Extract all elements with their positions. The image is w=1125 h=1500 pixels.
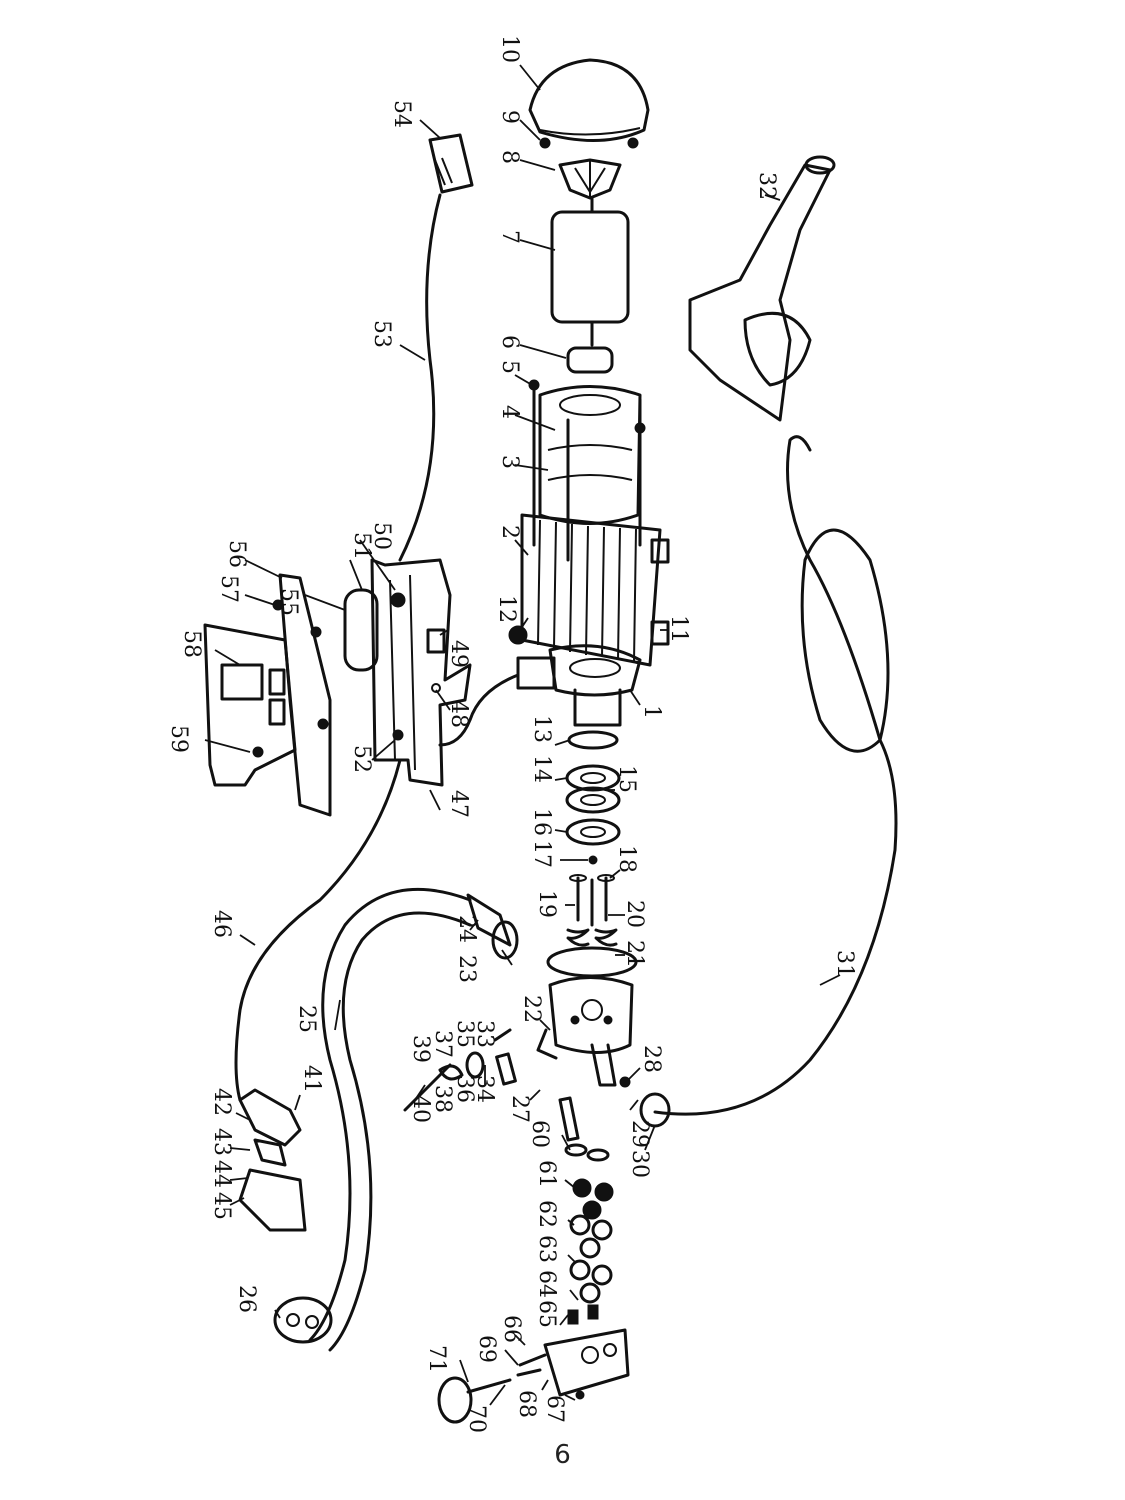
part-label-34: 34 <box>472 1075 497 1103</box>
handle-frame <box>203 623 297 787</box>
part-label-51: 51 <box>349 532 374 560</box>
cable-to-clip <box>234 758 402 1232</box>
front-flange <box>508 625 642 727</box>
part-label-45: 45 <box>209 1192 234 1220</box>
part-label-42: 42 <box>209 1088 234 1116</box>
cooling-fan <box>558 158 622 200</box>
part-label-37: 37 <box>430 1030 455 1058</box>
part-label-61: 61 <box>534 1160 559 1188</box>
part-label-66: 66 <box>499 1315 524 1343</box>
part-label-28: 28 <box>639 1045 664 1073</box>
part-label-55: 55 <box>276 588 301 616</box>
part-label-18: 18 <box>614 845 639 873</box>
piston-springs <box>546 928 638 978</box>
part-label-12: 12 <box>494 595 519 623</box>
seal-stack <box>565 730 621 865</box>
part-label-38: 38 <box>430 1085 455 1113</box>
part-label-14: 14 <box>529 755 554 783</box>
control-box <box>370 558 472 787</box>
bolt-assembly <box>403 1028 512 1112</box>
part-label-32: 32 <box>754 172 779 200</box>
part-label-71: 71 <box>424 1345 449 1373</box>
inlet-hose <box>273 887 519 1352</box>
part-label-43: 43 <box>209 1128 234 1156</box>
part-label-56: 56 <box>224 540 249 568</box>
power-cord <box>398 133 474 562</box>
part-label-29: 29 <box>627 1120 652 1148</box>
part-label-24: 24 <box>454 915 479 943</box>
part-label-7: 7 <box>497 230 522 244</box>
part-label-59: 59 <box>166 725 191 753</box>
part-label-10: 10 <box>497 35 522 63</box>
part-label-21: 21 <box>622 940 647 968</box>
part-label-5: 5 <box>497 360 522 374</box>
part-label-2: 2 <box>497 525 522 539</box>
part-label-49: 49 <box>446 640 471 668</box>
part-label-40: 40 <box>408 1095 433 1123</box>
part-label-48: 48 <box>446 700 471 728</box>
part-label-30: 30 <box>627 1150 652 1178</box>
motor-end-cap <box>528 58 650 149</box>
pump-head <box>495 976 634 1088</box>
part-label-54: 54 <box>389 100 414 128</box>
high-pressure-hose <box>639 435 898 1128</box>
part-label-68: 68 <box>514 1390 539 1418</box>
part-label-25: 25 <box>294 1005 319 1033</box>
part-label-19: 19 <box>534 890 559 918</box>
part-label-67: 67 <box>542 1395 567 1423</box>
part-label-23: 23 <box>454 955 479 983</box>
part-label-17: 17 <box>529 840 554 868</box>
part-label-69: 69 <box>474 1335 499 1363</box>
trigger-gun <box>688 155 836 422</box>
part-label-58: 58 <box>179 630 204 658</box>
part-label-8: 8 <box>497 150 522 164</box>
rotor <box>550 196 630 347</box>
part-label-35: 35 <box>452 1020 477 1048</box>
part-label-39: 39 <box>408 1035 433 1063</box>
part-label-20: 20 <box>622 900 647 928</box>
part-label-16: 16 <box>529 808 554 836</box>
part-label-22: 22 <box>519 995 544 1023</box>
part-label-47: 47 <box>446 790 471 818</box>
part-label-70: 70 <box>464 1405 489 1433</box>
part-label-27: 27 <box>507 1095 532 1123</box>
valve-parts <box>558 1096 614 1325</box>
part-label-13: 13 <box>529 715 554 743</box>
stator-housing <box>528 379 646 562</box>
part-label-36: 36 <box>452 1075 477 1103</box>
leader-lines <box>204 64 841 1406</box>
pistons <box>569 874 615 927</box>
part-label-65: 65 <box>534 1300 559 1328</box>
finned-motor-body <box>520 513 670 667</box>
part-label-3: 3 <box>497 455 522 469</box>
capacitor <box>343 588 379 672</box>
part-label-1: 1 <box>639 705 664 719</box>
part-label-62: 62 <box>534 1200 559 1228</box>
unloader-manifold <box>437 1328 630 1424</box>
page-number: 6 <box>554 1440 571 1470</box>
part-label-46: 46 <box>209 910 234 938</box>
motor-lead <box>438 673 520 747</box>
part-label-31: 31 <box>832 950 857 978</box>
part-label-33: 33 <box>472 1020 497 1048</box>
bearing <box>566 346 614 374</box>
part-label-6: 6 <box>497 335 522 349</box>
part-label-9: 9 <box>497 110 522 124</box>
part-label-60: 60 <box>527 1120 552 1148</box>
part-label-57: 57 <box>216 575 241 603</box>
part-label-53: 53 <box>369 320 394 348</box>
part-label-11: 11 <box>666 615 691 643</box>
part-label-52: 52 <box>349 745 374 773</box>
part-label-4: 4 <box>497 405 522 419</box>
part-label-64: 64 <box>534 1270 559 1298</box>
part-label-44: 44 <box>209 1160 234 1188</box>
part-label-50: 50 <box>369 522 394 550</box>
part-label-63: 63 <box>534 1235 559 1263</box>
part-label-41: 41 <box>299 1065 324 1093</box>
part-labels: 1 2 3 4 5 6 7 8 9 10 11 12 13 14 15 16 1… <box>166 35 857 1433</box>
part-label-26: 26 <box>234 1285 259 1313</box>
part-label-15: 15 <box>614 765 639 793</box>
